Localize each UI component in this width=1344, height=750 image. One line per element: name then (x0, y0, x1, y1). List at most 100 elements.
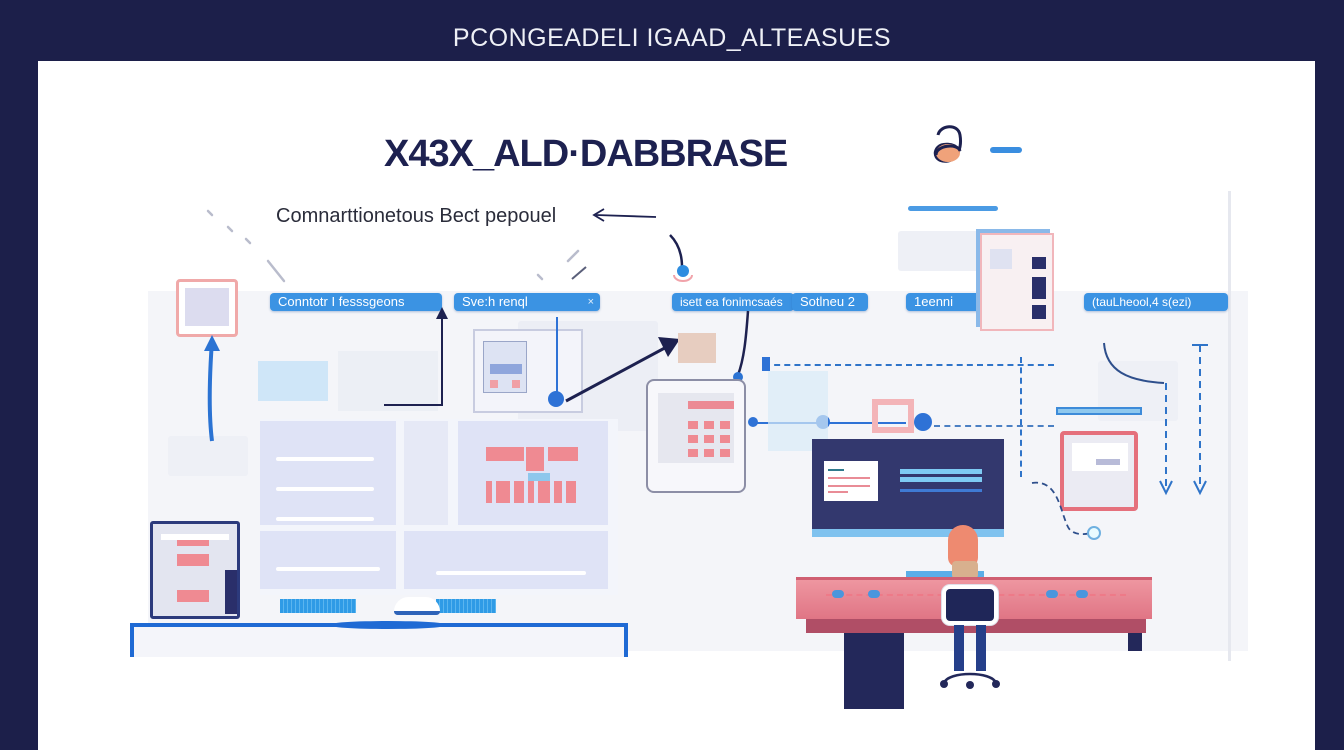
doc-line (828, 491, 848, 493)
chip-label: Conntotr I fesssgeons (278, 294, 405, 309)
right-flow-connectors (1103, 342, 1208, 496)
desk-leg (1128, 633, 1142, 651)
monitor-bar (900, 477, 982, 482)
schedule-window (980, 233, 1054, 331)
chip-label: (tauLheool,4 s(ezi) (1092, 295, 1192, 309)
desk-cable (1076, 590, 1088, 598)
decorative-dashes (206, 209, 587, 283)
tablet-bar (177, 540, 209, 546)
chip-label: isett ea fonimcsaés (680, 295, 783, 309)
monitor-doc (824, 461, 878, 501)
chart-highlight (528, 473, 550, 481)
tablet-line (161, 534, 229, 540)
doc-line (828, 469, 844, 471)
person-leg (954, 625, 964, 671)
chip-solution[interactable]: Sotlneu 2 (792, 293, 868, 311)
chart-bar (514, 481, 524, 503)
orange-loop-logo-icon (933, 125, 962, 163)
desk-highlight (328, 621, 448, 629)
annotation-text: Comnarttionetous Bect pepouel (276, 205, 557, 227)
mouse (394, 597, 440, 615)
ghost-panel (168, 436, 248, 476)
curved-connector (733, 310, 750, 382)
chip-search[interactable]: Sve:h renql × (454, 293, 600, 311)
monitor-sidebar (404, 421, 448, 525)
dashed-connector (934, 425, 1054, 427)
ghost-rail (1228, 191, 1231, 661)
tablet-edge (225, 570, 237, 614)
person-neck (952, 561, 978, 579)
close-icon[interactable]: × (587, 296, 594, 308)
key (688, 449, 698, 457)
key (688, 421, 698, 429)
illustration-panel: X43X_ALD·DABBRASE Comnarttionetous Bect … (38, 61, 1315, 750)
chair-back (942, 585, 998, 625)
monitor-pane (260, 531, 396, 589)
info-card (258, 361, 328, 401)
chip-label: Sve:h renql (462, 294, 528, 309)
connector-line (384, 307, 448, 406)
mini-window (176, 279, 238, 337)
chip-information[interactable]: isett ea fonimcsaés (672, 293, 794, 311)
tablet-bar (177, 590, 209, 602)
keyboard-right (436, 599, 496, 613)
chair-base (940, 672, 1000, 689)
ghost-bar (908, 206, 998, 211)
diagonal-arrow-icon (565, 337, 680, 403)
connector-node (548, 391, 564, 407)
desk-cable (832, 590, 844, 598)
alert-window (1060, 431, 1138, 511)
monitor-bar (900, 489, 982, 492)
keyboard-grid (338, 351, 438, 411)
mini-window-content (185, 288, 229, 326)
chip-schedule[interactable]: (tauLheool,4 s(ezi) (1084, 293, 1228, 311)
pane-line (276, 567, 380, 571)
doc-line (828, 485, 870, 487)
tablet (150, 521, 240, 619)
desk-cable (868, 590, 880, 598)
chip-label: 1eenni (914, 294, 954, 309)
pane-line (276, 457, 374, 461)
key (704, 449, 714, 457)
desk-cabinet (844, 633, 904, 709)
dashed-connector (1020, 357, 1022, 477)
person-leg (976, 625, 986, 671)
alert-bar (1096, 459, 1120, 465)
chart-bar (566, 481, 576, 503)
photo-tile (678, 333, 716, 363)
up-arrow-connector-icon (204, 335, 220, 442)
dark-block (1032, 305, 1046, 319)
monitor-pane (260, 421, 396, 525)
monitor-bar (900, 469, 982, 474)
image-bar (490, 364, 522, 374)
vertical-connector (556, 317, 558, 399)
ghost-chart (768, 371, 828, 451)
chip-connection[interactable]: Conntotr I fesssgeons (270, 293, 442, 311)
key (704, 435, 714, 443)
logo-dash (990, 147, 1022, 153)
chart-bar (496, 481, 510, 503)
image-card (473, 329, 583, 413)
chart-bar (538, 481, 550, 503)
keypad-card (646, 379, 746, 493)
window-block (990, 249, 1012, 269)
ghost-panel (898, 231, 988, 271)
chart-block (548, 447, 578, 461)
alert-content (1072, 443, 1128, 471)
tablet-bar (177, 554, 209, 566)
annotation-left-arrow-icon (592, 208, 693, 282)
key (720, 421, 730, 429)
dashboard-monitor (260, 419, 618, 595)
dark-block (1032, 257, 1046, 269)
monitor-pane (404, 531, 608, 589)
image-dot (512, 380, 520, 388)
connector-node (914, 413, 932, 431)
headline: X43X_ALD·DABBRASE (384, 133, 788, 175)
person-head (948, 525, 978, 567)
image-thumb (483, 341, 527, 393)
pane-line (276, 487, 374, 491)
chart-bar (554, 481, 562, 503)
key (720, 435, 730, 443)
window-titlebar (1056, 407, 1142, 415)
keypad-display (688, 401, 734, 409)
